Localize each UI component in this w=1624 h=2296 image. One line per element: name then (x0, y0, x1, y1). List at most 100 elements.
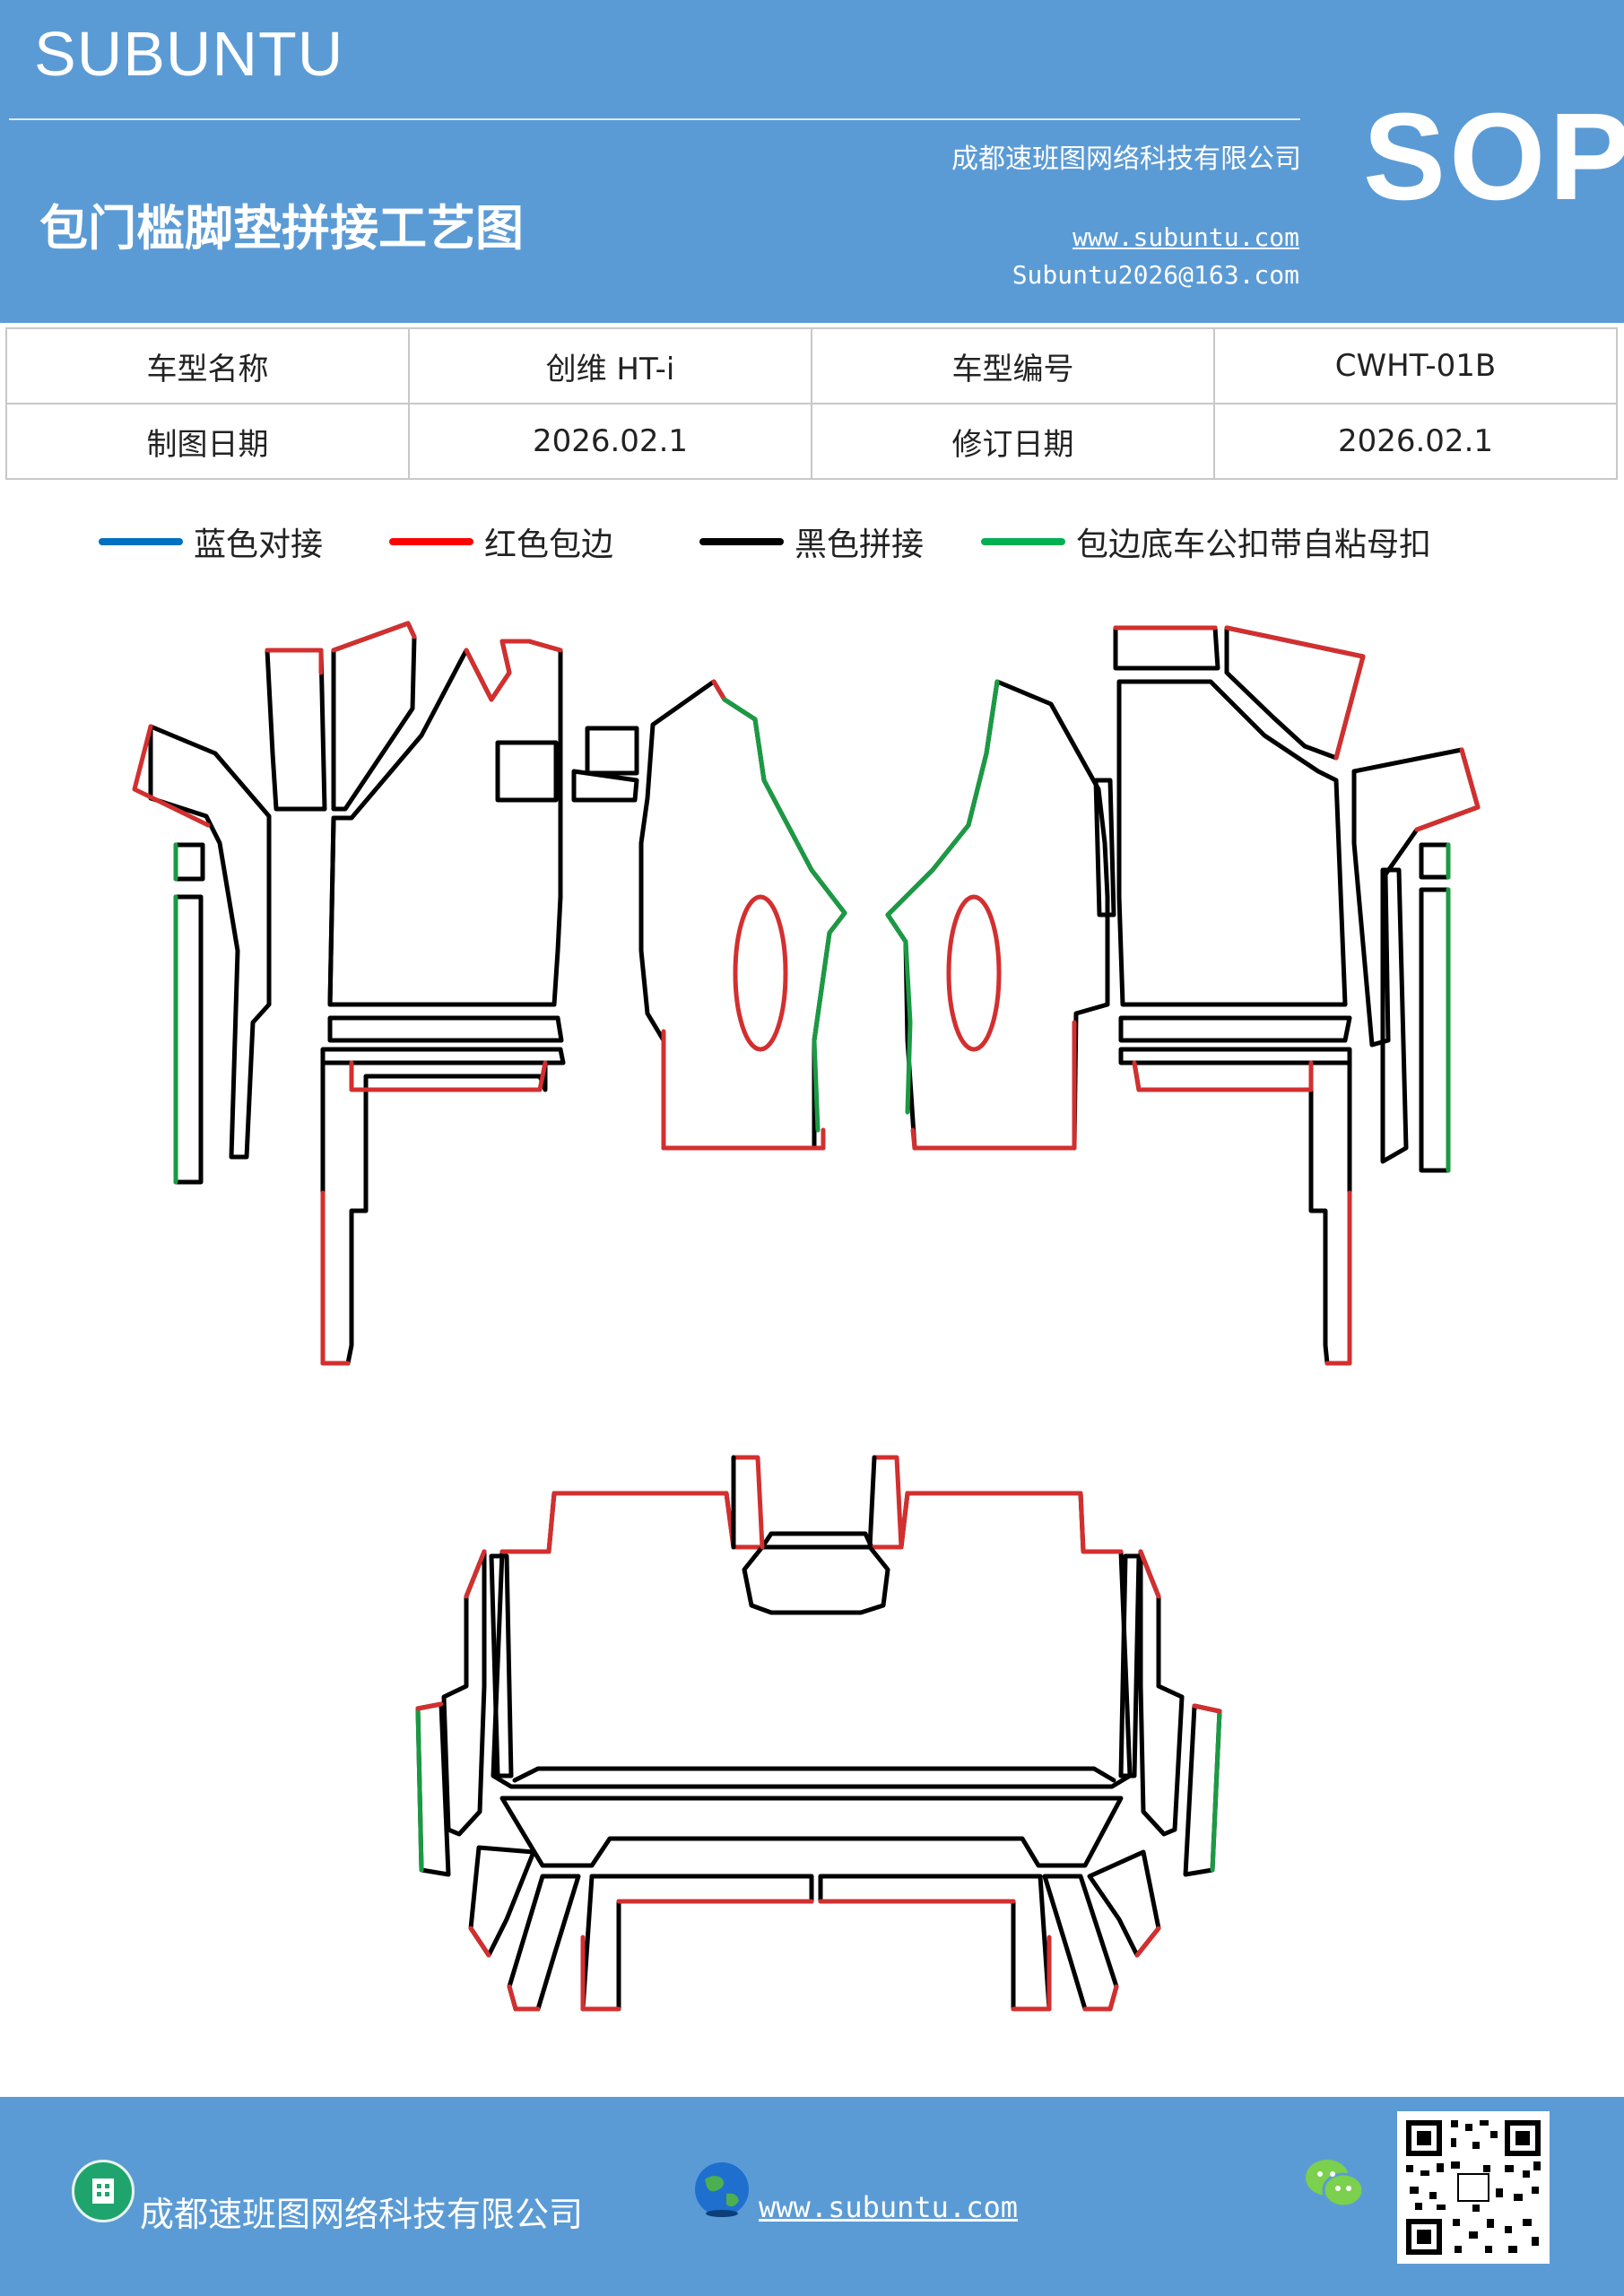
mat-outline (1116, 679, 1348, 1007)
red-edge (711, 679, 727, 702)
legend-label: 红色包边 (484, 526, 614, 563)
vehicle-info-table: 车型名称 创维 HT-i 车型编号 CWHT-01B 制图日期 2026.02.… (5, 327, 1618, 480)
footer-website-link[interactable]: www.subuntu.com (759, 2190, 1018, 2224)
mat-outline (148, 724, 272, 1160)
legend-swatch (99, 538, 183, 545)
sop-mark: SOP (1363, 88, 1624, 226)
red-edge (464, 1549, 487, 1599)
mat-outline (499, 1796, 1124, 1868)
table-cell: 2026.02.1 (1213, 403, 1618, 480)
red-edge (731, 1455, 765, 1550)
legend-item-black: 黑色拼接 (699, 518, 924, 565)
mat-outline (585, 726, 639, 776)
mat-outline (507, 1874, 581, 2012)
mat-outline (818, 1874, 1052, 2012)
mat-outline (1419, 842, 1451, 880)
red-edge (331, 621, 417, 653)
website-link[interactable]: www.subuntu.com (1073, 222, 1299, 252)
table-row: 车型名称 创维 HT-i 车型编号 CWHT-01B (5, 327, 1618, 404)
qr-code (1397, 2111, 1550, 2264)
floor-mat-diagram (132, 621, 1481, 2012)
table-cell: 车型名称 (5, 327, 410, 404)
red-edge (507, 1984, 541, 2012)
mat-outline (320, 1047, 566, 1065)
mat-outline (441, 1549, 487, 1837)
mat-outline (495, 740, 559, 803)
brand-logo: SUBUNTU (34, 19, 344, 89)
footer-company-name: 成都速班图网络科技有限公司 (140, 2195, 584, 2234)
mat-outline (468, 1845, 536, 1958)
mat-outline (173, 842, 205, 882)
red-edge (869, 1491, 1124, 1554)
red-edge (1138, 1549, 1161, 1599)
header-divider (9, 118, 1300, 120)
green-edge (722, 697, 847, 1133)
mat-outline (173, 894, 204, 1185)
green-edge (415, 1706, 424, 1873)
red-edge (1224, 625, 1366, 761)
mat-outline (1118, 1015, 1352, 1043)
mat-outline (571, 769, 639, 803)
table-cell: 修订日期 (811, 403, 1215, 480)
legend-item-blue: 蓝色对接 (99, 518, 323, 565)
red-edge (1011, 1935, 1052, 2012)
legend-label: 蓝色对接 (194, 526, 324, 563)
red-edge (1324, 1190, 1352, 1366)
mat-outline (1351, 747, 1481, 1048)
mat-outline (1113, 625, 1220, 671)
red-edge (349, 1060, 548, 1092)
legend-label: 黑色拼接 (795, 526, 925, 563)
right-front-mat-group (1113, 625, 1481, 1366)
company-name: 成都速班图网络科技有限公司 (951, 144, 1301, 175)
legend-item-red: 红色包边 (389, 518, 613, 565)
table-cell: 2026.02.1 (408, 403, 812, 480)
legend-swatch (699, 538, 784, 545)
mat-outline (742, 1544, 890, 1615)
red-edge (464, 639, 563, 702)
mat-outline (1118, 1047, 1352, 1065)
rear-mat-group (415, 1455, 1222, 2012)
red-edge (661, 1029, 826, 1151)
mat-outline (265, 648, 327, 812)
mat-outline (327, 815, 336, 1007)
mat-outline (327, 1015, 564, 1043)
red-edge (580, 1935, 621, 2012)
mat-outline (331, 621, 417, 812)
page-footer: 成都速班图网络科技有限公司 www.subuntu.com (0, 2097, 1624, 2296)
red-edge (499, 1491, 765, 1554)
table-cell: CWHT-01B (1213, 327, 1618, 404)
mat-outline (1419, 887, 1451, 1173)
legend-swatch (389, 538, 473, 545)
wechat-icon[interactable] (1302, 2154, 1367, 2212)
mat-outline (320, 1060, 548, 1366)
mat-outline (580, 1874, 814, 2012)
red-edge (1414, 747, 1481, 832)
green-edge (885, 679, 1000, 1115)
left-front-mat-group (132, 621, 639, 1366)
green-edge (1210, 1709, 1222, 1873)
legend-label: 包边底车公扣带自粘母扣 (1076, 526, 1432, 563)
red-edge (1192, 1703, 1222, 1714)
table-row: 制图日期 2026.02.1 修订日期 2026.02.1 (5, 403, 1618, 480)
red-edge (1082, 1984, 1119, 2012)
red-edge (415, 1701, 444, 1711)
email-address: Subuntu2026@163.com (1012, 260, 1299, 290)
red-edge (320, 1190, 351, 1366)
red-edge (910, 1020, 1077, 1151)
mat-outline (867, 1455, 877, 1550)
mat-outline (1380, 867, 1409, 1164)
red-edge (1132, 1060, 1314, 1092)
mat-outline (327, 639, 563, 1007)
legend-swatch (981, 538, 1065, 545)
red-edge (1134, 1926, 1161, 1958)
mat-outline (1093, 778, 1116, 918)
color-legend: 蓝色对接 红色包边 黑色拼接 包边底车公扣带自粘母扣 (0, 518, 1624, 581)
center-right-mat (885, 679, 1116, 1151)
building-icon (72, 2160, 135, 2222)
table-cell: 制图日期 (5, 403, 410, 480)
red-edge (872, 1455, 904, 1550)
table-cell: 创维 HT-i (408, 327, 812, 404)
mat-outline (512, 1766, 1116, 1783)
red-edge (132, 724, 211, 828)
legend-item-green: 包边底车公扣带自粘母扣 (981, 518, 1431, 565)
